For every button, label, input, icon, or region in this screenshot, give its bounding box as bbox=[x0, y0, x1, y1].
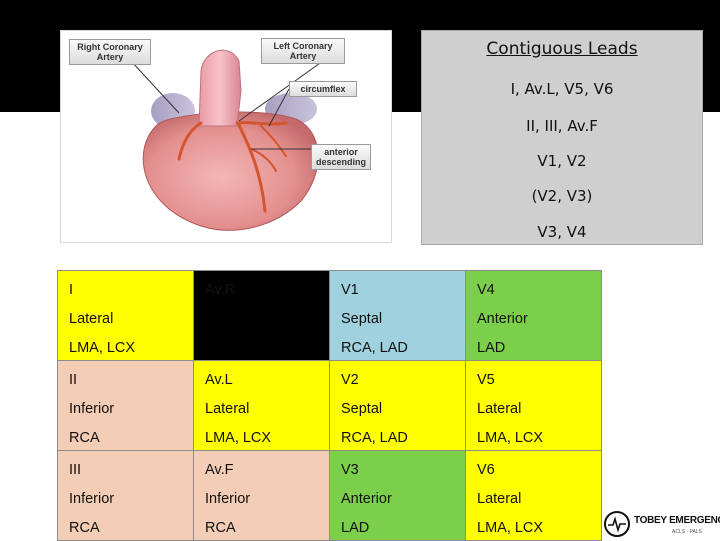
heart-illustration: Right Coronary Artery Left Coronary Arte… bbox=[60, 30, 392, 243]
tobey-emergency-logo: TOBEY EMERGENCY ACLS · PALS bbox=[604, 511, 720, 540]
lead-artery: RCA, LAD bbox=[341, 430, 408, 446]
left-coronary-label-line1: Left Coronary bbox=[273, 41, 333, 51]
contiguous-leads-panel: Contiguous Leads I, Av.L, V5, V6 II, III… bbox=[421, 30, 703, 245]
lead-cell: Av.R bbox=[193, 270, 330, 361]
lead-artery: RCA bbox=[69, 430, 100, 446]
lead-name: V4 bbox=[477, 282, 495, 298]
lead-artery: RCA bbox=[205, 520, 236, 536]
right-coronary-label-line2: Artery bbox=[96, 52, 124, 62]
lead-region: Septal bbox=[341, 311, 383, 327]
lead-region: Anterior bbox=[477, 311, 528, 327]
marginal-branch bbox=[260, 125, 287, 157]
lead-name: V5 bbox=[477, 372, 495, 388]
contiguous-line-3: V1, V2 bbox=[537, 152, 587, 170]
lead-region: Anterior bbox=[341, 491, 392, 507]
lead-artery: RCA bbox=[69, 520, 100, 536]
lead-region: Lateral bbox=[69, 311, 114, 327]
lead-region: Lateral bbox=[477, 491, 522, 507]
lead-artery: LAD bbox=[341, 520, 370, 536]
contiguous-line-4: (V2, V3) bbox=[531, 187, 593, 205]
lead-region: Lateral bbox=[477, 401, 522, 417]
lead-name: Av.L bbox=[205, 372, 233, 388]
left-coronary-label-line2: Artery bbox=[289, 51, 317, 61]
anterior-descending-label: anterior descending bbox=[311, 144, 371, 170]
logo-heartbeat-line bbox=[608, 516, 626, 533]
lead-region: Inferior bbox=[69, 401, 115, 417]
lead-name: Av.R bbox=[205, 282, 236, 298]
lead-name: II bbox=[69, 372, 78, 388]
logo-brand-text: TOBEY EMERGENCY bbox=[634, 515, 720, 526]
lead-name: I bbox=[69, 282, 74, 298]
aorta bbox=[198, 49, 242, 127]
heart-body bbox=[142, 111, 319, 231]
circumflex-artery bbox=[235, 121, 288, 126]
contiguous-line-1: I, Av.L, V5, V6 bbox=[510, 80, 614, 98]
lead-artery: LMA, LCX bbox=[477, 430, 544, 446]
lead-region: Septal bbox=[341, 401, 383, 417]
lead-artery: LMA, LCX bbox=[205, 430, 272, 446]
lead-artery: LMA, LCX bbox=[69, 340, 136, 356]
lead-region: Lateral bbox=[205, 401, 250, 417]
circumflex-label-text: circumflex bbox=[300, 84, 346, 94]
circumflex-label: circumflex bbox=[289, 81, 357, 97]
lead-name: V6 bbox=[477, 462, 495, 478]
heart-drawing bbox=[130, 49, 324, 231]
logo-subtitle-text: ACLS · PALS bbox=[672, 529, 702, 535]
lead-cell-content: Av.R bbox=[194, 271, 329, 360]
anterior-descending-label-line2: descending bbox=[316, 157, 367, 167]
lead-artery: LMA, LCX bbox=[477, 520, 544, 536]
lead-artery: RCA, LAD bbox=[341, 340, 408, 356]
right-coronary-label: Right Coronary Artery bbox=[69, 39, 151, 65]
left-coronary-label: Left Coronary Artery bbox=[261, 38, 345, 64]
lead-region: Inferior bbox=[69, 491, 115, 507]
anterior-descending-artery bbox=[237, 123, 267, 213]
label-leaders bbox=[130, 60, 324, 150]
lead-artery: LAD bbox=[477, 340, 506, 356]
diagonal-branch bbox=[250, 148, 277, 172]
logo-heartbeat-icon bbox=[604, 511, 630, 537]
anterior-descending-label-line1: anterior bbox=[324, 147, 358, 157]
contiguous-line-5: V3, V4 bbox=[537, 223, 587, 241]
coronary-arteries bbox=[177, 121, 288, 213]
lead-name: V1 bbox=[341, 282, 359, 298]
lead-name: V3 bbox=[341, 462, 359, 478]
lead-region: Inferior bbox=[205, 491, 251, 507]
contiguous-leads-title: Contiguous Leads bbox=[486, 39, 638, 59]
lead-name: V2 bbox=[341, 372, 359, 388]
contiguous-line-2: II, III, Av.F bbox=[526, 117, 598, 135]
lead-name: III bbox=[69, 462, 82, 478]
right-coronary-artery bbox=[177, 121, 203, 161]
right-coronary-label-line1: Right Coronary bbox=[77, 42, 143, 52]
lead-name: Av.F bbox=[205, 462, 234, 478]
